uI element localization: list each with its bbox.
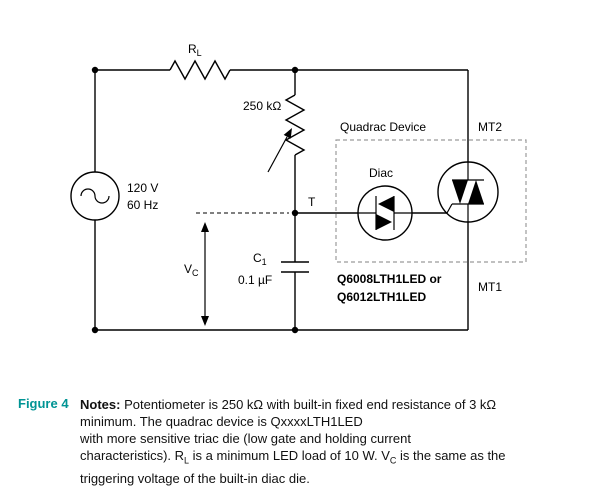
notes-line4c: is the same as the	[396, 448, 506, 463]
notes-label: Notes:	[80, 397, 121, 412]
ac-source: 120 V 60 Hz	[70, 171, 158, 221]
notes-sub-vc: C	[389, 455, 397, 466]
mt1-label: MT1	[478, 280, 502, 294]
potentiometer-value: 250 kΩ	[243, 99, 281, 113]
resistor-rl: RL	[169, 42, 231, 81]
potentiometer: 250 kΩ	[243, 94, 306, 173]
source-frequency: 60 Hz	[127, 198, 158, 212]
notes-line3: with more sensitive triac die (low gate …	[80, 431, 411, 446]
circuit-schematic: RL 250 kΩ 120 V 60 Hz T VC	[70, 42, 527, 334]
notes-line4a: characteristics). R	[80, 448, 185, 463]
resistor-rl-label: RL	[188, 42, 202, 58]
part-numbers: Q6008LTH1LED or Q6012LTH1LED	[337, 272, 442, 304]
mt2-label: MT2	[478, 120, 502, 134]
notes-sub-rl: L	[184, 455, 190, 466]
capacitor-c1-value: 0.1 µF	[238, 273, 272, 287]
capacitor-c1: C1 0.1 µF	[238, 251, 309, 287]
t-node-label: T	[308, 195, 316, 209]
diac-symbol: Diac	[357, 166, 413, 241]
figure-notes: Notes: Potentiometer is 250 kΩ with buil…	[80, 396, 506, 487]
part-number-line2: Q6012LTH1LED	[337, 290, 426, 304]
notes-line5: triggering voltage of the built-in diac …	[80, 470, 310, 486]
wires	[94, 69, 469, 331]
vc-label: VC	[184, 262, 199, 278]
capacitor-c1-label: C1	[253, 251, 267, 267]
notes-line1: Potentiometer is 250 kΩ with built-in fi…	[124, 397, 497, 412]
figure-caption: Figure 4 Notes: Potentiometer is 250 kΩ …	[0, 380, 600, 487]
source-voltage: 120 V	[127, 181, 158, 195]
figure-label: Figure 4	[18, 396, 69, 411]
notes-line4b: is a minimum LED load of 10 W. V	[189, 448, 390, 463]
part-number-line1: Q6008LTH1LED or	[337, 272, 442, 286]
quadrac-device-label: Quadrac Device	[340, 120, 426, 134]
triac-symbol: MT2 MT1	[437, 120, 502, 294]
junction-dots	[91, 66, 299, 334]
diac-label: Diac	[369, 166, 393, 180]
quadrac-device-box: Quadrac Device	[335, 120, 527, 263]
notes-line2: minimum. The quadrac device is QxxxxLTH1…	[80, 414, 363, 429]
vc-measure: VC	[184, 212, 289, 326]
